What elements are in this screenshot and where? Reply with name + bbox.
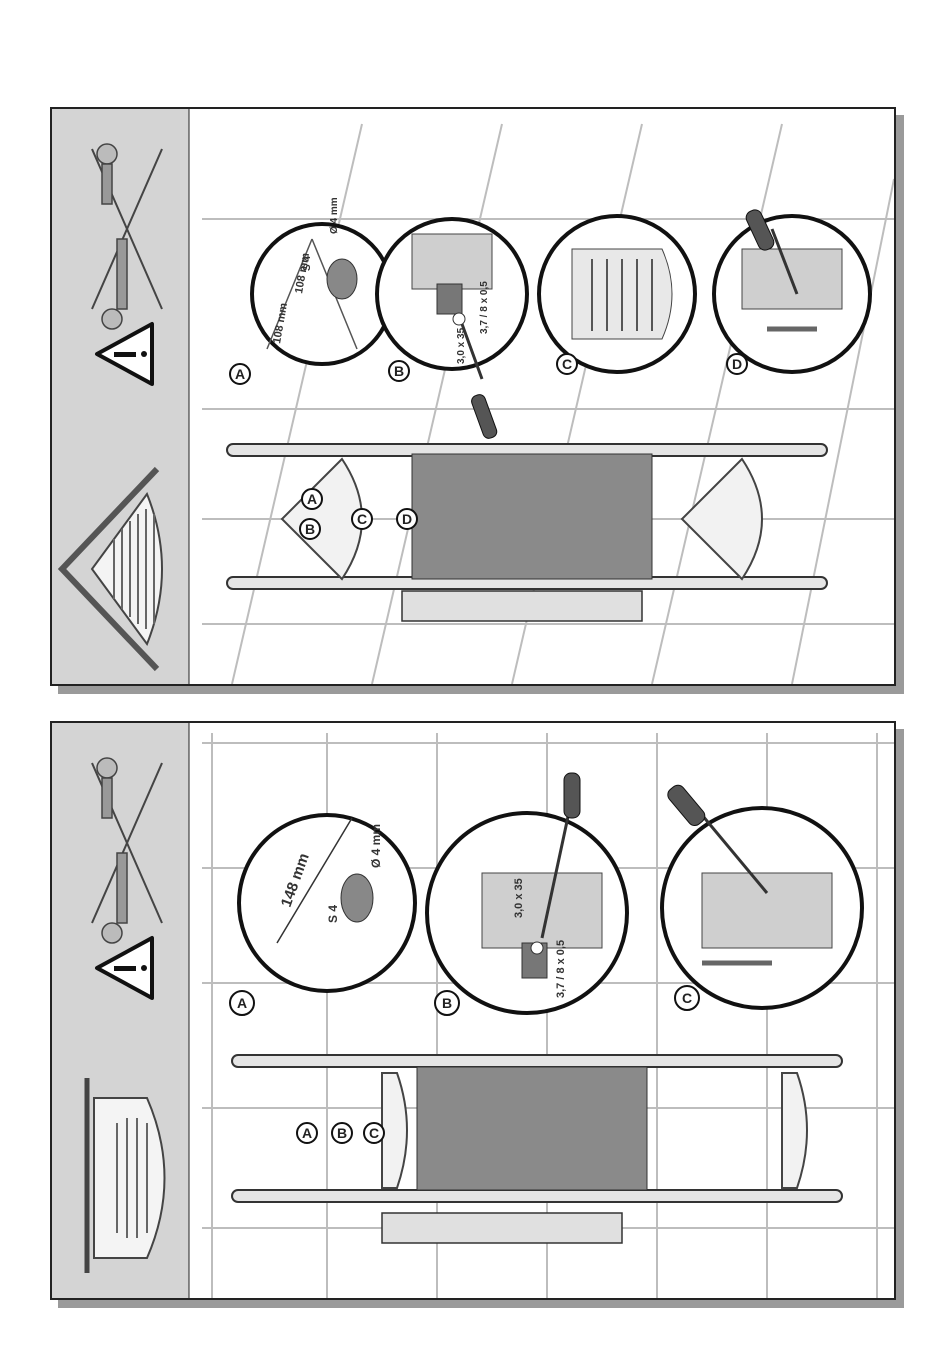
straight-shelf-illustration: 148 mm S 4 Ø 4 mm 3,0 x 35 3,7 / 8 x 0,5… bbox=[52, 723, 894, 1298]
detail-circle-d bbox=[714, 208, 870, 372]
svg-text:3,7 / 8 x 0,5: 3,7 / 8 x 0,5 bbox=[479, 281, 490, 334]
svg-text:C: C bbox=[682, 990, 692, 1006]
detail-circle-c bbox=[662, 782, 862, 1008]
corner-shelf-instruction-panel: 108 mm 108 mm S 4 Ø 4 mm 3,0 x 35 3,7 / … bbox=[50, 107, 896, 686]
svg-text:C: C bbox=[562, 356, 572, 372]
svg-text:3,0 x 35: 3,0 x 35 bbox=[513, 878, 525, 918]
spirit-level bbox=[382, 1213, 622, 1243]
corner-shelf-illustration: 108 mm 108 mm S 4 Ø 4 mm 3,0 x 35 3,7 / … bbox=[52, 109, 894, 684]
svg-text:B: B bbox=[305, 521, 315, 537]
detail-circle-a: 148 mm S 4 Ø 4 mm bbox=[239, 815, 415, 991]
detail-circle-a: 108 mm 108 mm S 4 Ø 4 mm bbox=[252, 197, 392, 364]
svg-text:Ø 4 mm: Ø 4 mm bbox=[329, 197, 340, 234]
svg-text:B: B bbox=[442, 995, 452, 1011]
svg-text:D: D bbox=[732, 356, 742, 372]
detail-circle-b: 3,0 x 35 3,7 / 8 x 0,5 bbox=[377, 219, 527, 440]
svg-text:Ø 4 mm: Ø 4 mm bbox=[369, 824, 383, 868]
svg-text:A: A bbox=[235, 366, 245, 382]
svg-text:B: B bbox=[394, 363, 404, 379]
assembly-labels: A B C bbox=[297, 1123, 384, 1143]
assembled-straight-shelf bbox=[232, 1055, 842, 1243]
spirit-level bbox=[402, 591, 642, 621]
svg-text:A: A bbox=[307, 491, 317, 507]
detail-circle-b: 3,0 x 35 3,7 / 8 x 0,5 bbox=[427, 773, 627, 1013]
svg-text:C: C bbox=[357, 511, 367, 527]
svg-text:S 4: S 4 bbox=[302, 256, 313, 271]
svg-text:C: C bbox=[369, 1125, 379, 1141]
svg-text:S 4: S 4 bbox=[326, 905, 340, 923]
svg-text:A: A bbox=[237, 995, 247, 1011]
svg-text:B: B bbox=[337, 1125, 347, 1141]
svg-text:A: A bbox=[302, 1125, 312, 1141]
detail-circle-c bbox=[539, 216, 695, 372]
svg-text:D: D bbox=[402, 511, 412, 527]
svg-text:3,7 / 8 x 0,5: 3,7 / 8 x 0,5 bbox=[555, 940, 567, 998]
straight-shelf-instruction-panel: 148 mm S 4 Ø 4 mm 3,0 x 35 3,7 / 8 x 0,5… bbox=[50, 721, 896, 1300]
